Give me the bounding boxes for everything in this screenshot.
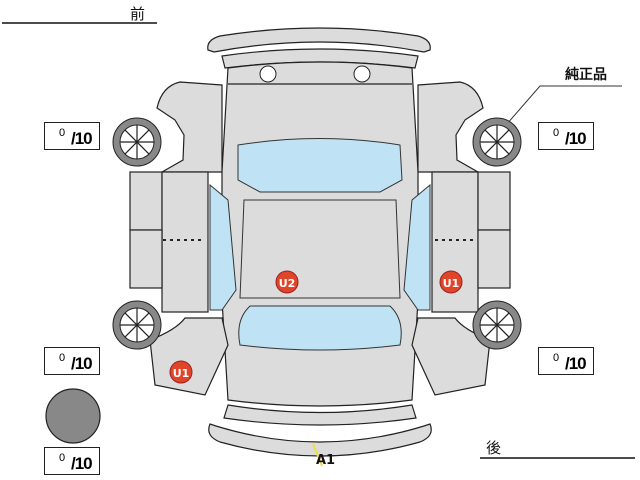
damage-mark-u1-right[interactable]: U1 [439,270,463,294]
fender-front-left [156,81,223,173]
wheel-front-right-icon [472,117,522,167]
tire-max: /10 [565,354,587,373]
tire-value: 0 [59,127,66,139]
wheel-spoke [484,129,510,155]
fender-front-right [417,81,484,173]
tire-max: /10 [71,354,93,373]
windshield [237,138,403,193]
right-rear-door-edge [477,229,511,289]
tire-value: 0 [59,352,66,364]
genuine-leader-line [499,85,622,133]
rear-window [238,305,402,351]
tire-value: 0 [59,452,66,464]
tire-box-spare[interactable]: 0 /10 [44,447,100,475]
wheel-spoke [484,312,510,338]
front-label: 前 [130,5,146,23]
left-side-window [209,183,237,311]
roof [239,199,401,299]
damage-mark-u1-left[interactable]: U1 [169,360,193,384]
headlight-right [353,65,371,83]
damage-code: U2 [279,277,296,290]
rear-bumper [208,423,432,457]
wheel-front-left-icon [112,117,162,167]
wheel-rear-right-icon [472,300,522,350]
tire-max: /10 [71,454,93,473]
damage-mark-u2[interactable]: U2 [275,270,299,294]
wheel-spoke [124,129,150,155]
wheel-rear-left-icon [112,300,162,350]
tire-value: 0 [553,352,560,364]
damage-code: A1 [316,453,335,468]
damage-mark-a1[interactable]: A1 [312,443,335,468]
right-side-window [403,183,431,311]
wheel-spoke [124,312,150,338]
tire-box-rear-right[interactable]: 0 /10 [538,347,594,375]
front-bumper [207,27,431,53]
tire-box-front-left[interactable]: 0 /10 [44,122,100,150]
left-front-door [161,171,209,313]
quarter-rear-left [149,317,229,396]
left-rear-door-edge [129,229,163,289]
left-front-door-edge [129,171,163,231]
right-front-door-edge [477,171,511,231]
genuine-label: 純正品 [565,67,607,83]
damage-code: U1 [443,277,460,290]
tire-max: /10 [565,129,587,148]
tire-value: 0 [553,127,560,139]
rear-garnish [223,404,417,426]
damage-code: U1 [173,367,190,380]
tire-box-rear-left[interactable]: 0 /10 [44,347,100,375]
headlight-left [259,65,277,83]
spare-tire-icon [45,388,101,444]
rear-label: 後 [486,439,502,457]
tire-box-front-right[interactable]: 0 /10 [538,122,594,150]
tire-max: /10 [71,129,93,148]
scratch-line [312,443,323,467]
